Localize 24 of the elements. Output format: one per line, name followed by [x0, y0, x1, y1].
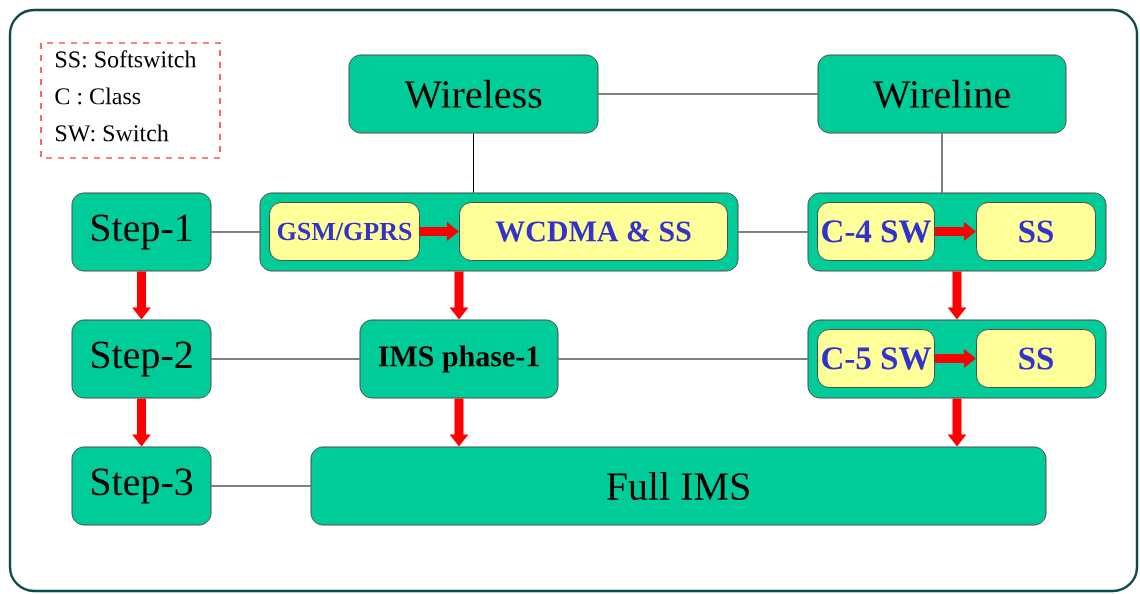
abbreviation-text: SW: Switch: [56, 124, 169, 142]
abbreviation-text: C : Class: [55, 87, 141, 105]
process-box: IMS phase-1: [359, 319, 559, 399]
connector-line: [738, 231, 808, 233]
connector-line: [473, 133, 474, 193]
process-box: SS: [976, 329, 1096, 388]
process-box: C-4 SW: [817, 202, 935, 261]
connector-line: [211, 358, 360, 360]
connector-line: [211, 231, 260, 233]
step-box: Wireless: [348, 54, 599, 134]
step-box: Full IMS: [310, 446, 1047, 526]
connector-line: [598, 93, 818, 95]
connector-line: [558, 358, 808, 360]
abbreviation-text: SS: Softswitch: [56, 50, 197, 68]
process-box: C-5 SW: [817, 329, 935, 388]
step-box: Wireline: [817, 54, 1067, 134]
process-box: GSM/GPRS: [269, 202, 420, 261]
step-box: Step-2: [71, 319, 212, 399]
connector-line: [211, 485, 311, 487]
process-box: SS: [976, 202, 1096, 261]
step-box: Step-1: [71, 192, 212, 272]
step-box: Step-3: [71, 446, 212, 526]
connector-line: [941, 133, 943, 193]
process-box: WCDMA & SS: [459, 202, 728, 261]
